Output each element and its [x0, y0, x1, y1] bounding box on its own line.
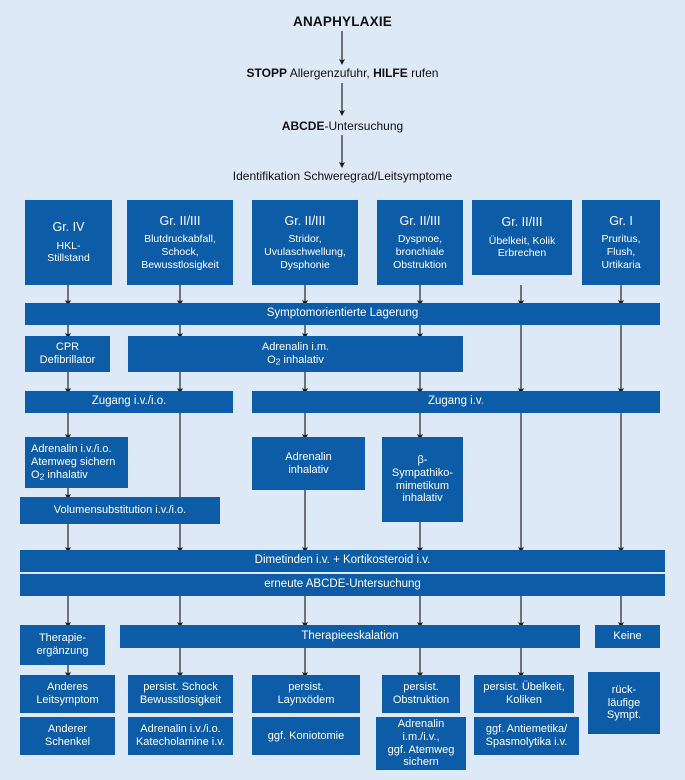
grade-symptoms: Übelkeit, Kolik Erbrechen	[488, 234, 556, 260]
box-action-adrenalin-katecholamine[interactable]: Adrenalin i.v./i.o. Katecholamine i.v.	[128, 717, 233, 755]
bar-erneute-abcde-untersuchung[interactable]: erneute ABCDE-Untersuchung	[20, 574, 665, 596]
page-title: ANAPHYLAXIE	[293, 14, 392, 29]
bar-symptomorientierte-lagerung[interactable]: Symptomorientierte Lagerung	[25, 303, 660, 325]
box-keine[interactable]: Keine	[595, 625, 660, 648]
bar-therapieeskalation[interactable]: Therapieeskalation	[120, 625, 580, 648]
step-identifikation: Identifikation Schweregrad/Leitsymptome	[232, 169, 453, 183]
box-adrenalin-inhalativ[interactable]: Adrenalin inhalativ	[252, 437, 365, 490]
box-cpr-defibrillator[interactable]: CPR Defibrillator	[25, 336, 110, 372]
box-beta-sympathikomimetikum[interactable]: β- Sympathiko- mimetikum inhalativ	[382, 437, 463, 522]
box-persist-uebelkeit[interactable]: persist. Übelkeit, Koliken	[474, 675, 574, 713]
oxygen-subscript: 2	[275, 356, 281, 367]
grade-label: Gr. I	[609, 213, 633, 228]
step-stop-bold: STOPP	[246, 66, 288, 80]
box-action-koniotomie[interactable]: ggf. Koniotomie	[252, 717, 360, 755]
grade-symptoms: Stridor, Uvulaschwellung, Dysphonie	[264, 233, 346, 271]
box-persist-larynxoedem[interactable]: persist. Laynxödem	[252, 675, 360, 713]
adrenalin-ivio-line2: Atemweg sichern	[31, 456, 116, 469]
box-therapie-ergaenzung[interactable]: Therapie- ergänzung	[20, 625, 105, 665]
grade-label: Gr. II/III	[159, 213, 201, 228]
box-adrenalin-iv-io[interactable]: Adrenalin i.v./i.o. Atemweg sichern O2 i…	[25, 437, 128, 488]
oxygen-route: inhalativ	[280, 354, 324, 366]
box-persist-schock[interactable]: persist. Schock Bewusstlosigkeit	[128, 675, 233, 713]
oxygen-route: inhalativ	[44, 468, 88, 481]
grade-symptoms: Dyspnoe, bronchiale Obstruktion	[393, 233, 447, 271]
step-help-bold: HILFE	[373, 66, 408, 80]
grade-box-2-3-breathing[interactable]: Gr. II/III Dyspnoe, bronchiale Obstrukti…	[377, 200, 463, 285]
box-action-adrenalin-atemweg[interactable]: Adrenalin i.m./i.v., ggf. Atemweg sicher…	[376, 717, 466, 770]
box-action-antiemetika[interactable]: ggf. Antiemetika/ Spasmolytika i.v.	[474, 717, 579, 755]
step-stop-help: STOPP Allergenzufuhr, HILFE rufen	[0, 66, 685, 80]
grade-box-4[interactable]: Gr. IV HKL- Stillstand	[25, 200, 112, 285]
oxygen-label: O	[267, 354, 276, 366]
bar-zugang-iv-io[interactable]: Zugang i.v./i.o.	[25, 391, 233, 413]
grade-label: Gr. II/III	[501, 215, 543, 230]
grade-label: Gr. IV	[52, 220, 85, 235]
grade-box-2-3-circulatory[interactable]: Gr. II/III Blutdruckabfall, Schock, Bewu…	[127, 200, 233, 285]
step-help-text: rufen	[407, 66, 439, 80]
box-persist-obstruktion[interactable]: persist. Obstruktion	[382, 675, 460, 713]
adrenalin-ivio-line1: Adrenalin i.v./i.o.	[31, 443, 112, 456]
step-abcde-bold: ABCDE	[281, 119, 325, 133]
grade-box-2-3-airway[interactable]: Gr. II/III Stridor, Uvulaschwellung, Dys…	[252, 200, 358, 285]
box-adrenalin-im[interactable]: Adrenalin i.m. O2 inhalativ	[128, 336, 463, 372]
grade-box-2-3-gastrointestinal[interactable]: Gr. II/III Übelkeit, Kolik Erbrechen	[472, 200, 572, 275]
grade-label: Gr. II/III	[399, 213, 441, 228]
grade-symptoms: HKL- Stillstand	[47, 239, 90, 265]
bar-zugang-iv[interactable]: Zugang i.v.	[252, 391, 660, 413]
step-abcde-text: -Untersuchung	[324, 119, 404, 133]
grade-box-1-skin[interactable]: Gr. I Pruritus, Flush, Urtikaria	[582, 200, 660, 285]
box-ruecklaeufige-symptome[interactable]: rück- läufige Sympt.	[588, 672, 660, 734]
oxygen-subscript: 2	[39, 471, 45, 482]
box-volumensubstitution[interactable]: Volumensubstitution i.v./i.o.	[20, 497, 220, 524]
box-persist-anderes-leitsymptom[interactable]: Anderes Leitsymptom	[20, 675, 115, 713]
step-abcde: ABCDE-Untersuchung	[0, 119, 685, 133]
adrenalin-im-line1: Adrenalin i.m.	[261, 341, 330, 354]
adrenalin-im-line2: O2 inhalativ	[267, 354, 324, 367]
box-action-anderer-schenkel[interactable]: Anderer Schenkel	[20, 717, 115, 755]
oxygen-label: O	[31, 468, 40, 481]
grade-label: Gr. II/III	[284, 213, 326, 228]
grade-symptoms: Pruritus, Flush, Urtikaria	[601, 233, 641, 271]
bar-dimetinden-kortikosteroid[interactable]: Dimetinden i.v. + Kortikosteroid i.v.	[20, 550, 665, 572]
adrenalin-ivio-line3: O2 inhalativ	[31, 469, 88, 482]
step-stop-text: Allergenzufuhr,	[287, 66, 374, 80]
grade-symptoms: Blutdruckabfall, Schock, Bewusstlosigkei…	[141, 233, 219, 271]
